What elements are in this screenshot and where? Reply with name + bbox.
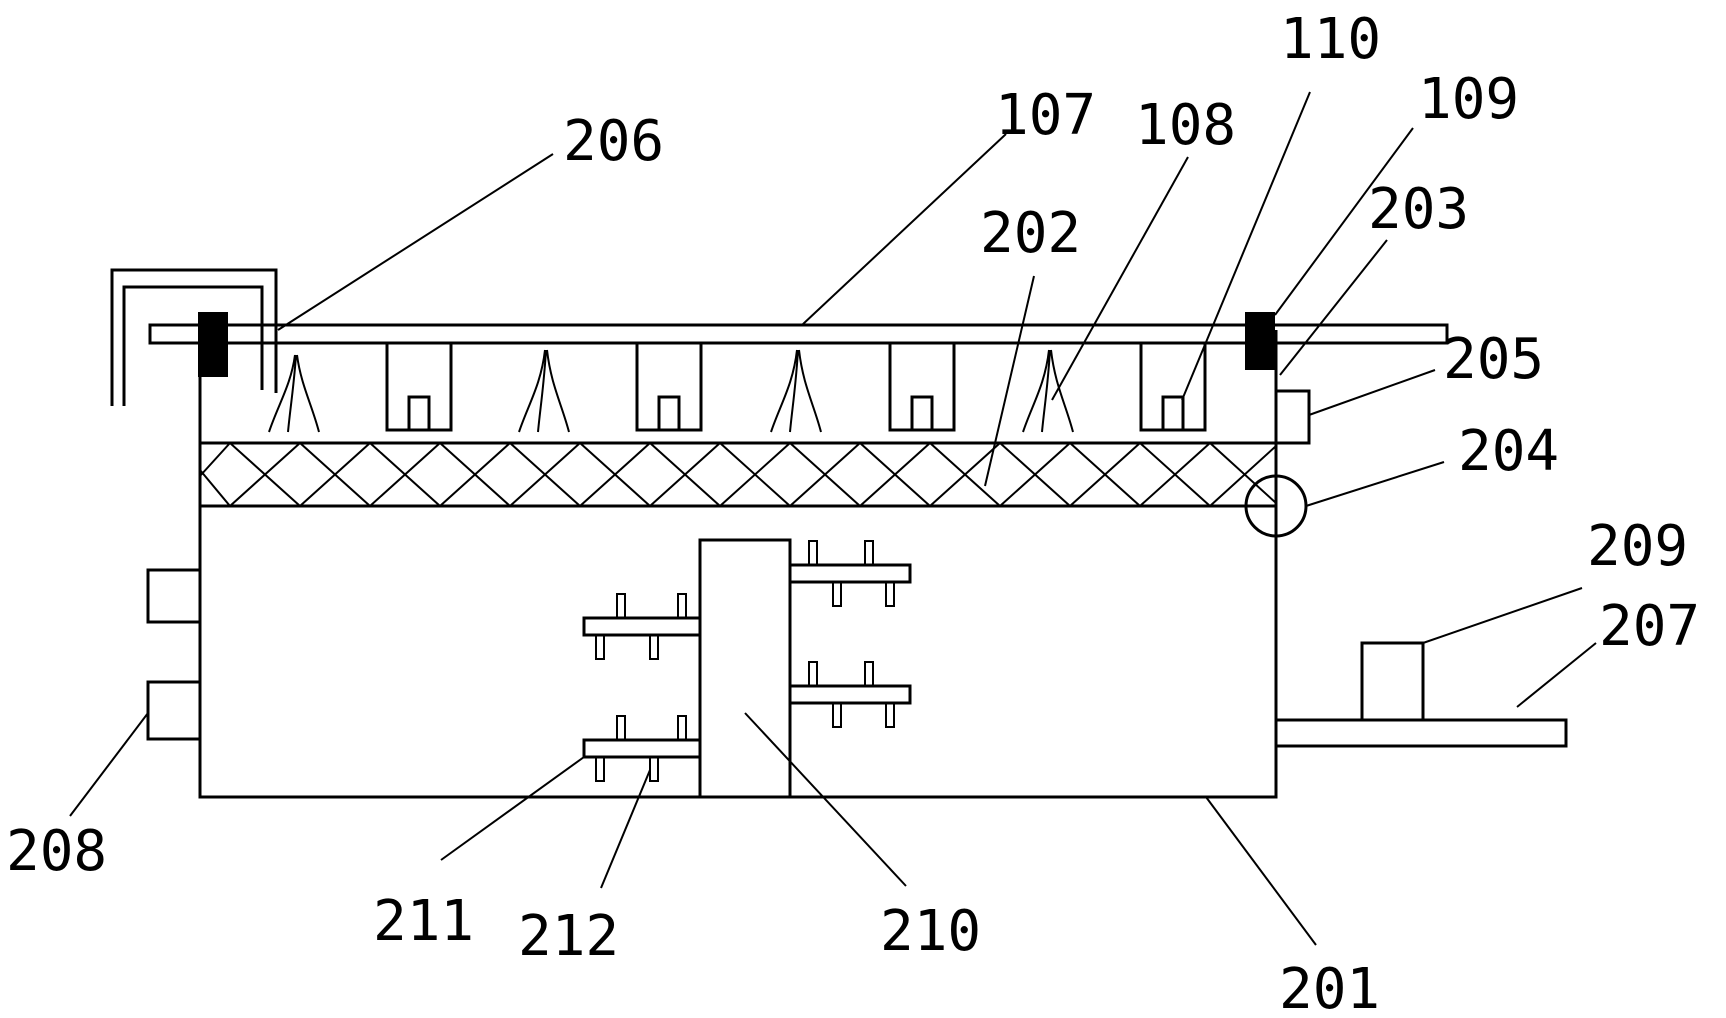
- label-209: 209: [1587, 514, 1688, 579]
- label-208: 208: [6, 819, 107, 884]
- label-211: 211: [373, 889, 474, 954]
- right-base-plate: [1274, 718, 1568, 748]
- filter-lattice-b: [199, 441, 1277, 508]
- label-109: 109: [1418, 67, 1519, 132]
- filter-layer: [198, 441, 1278, 508]
- label-201: 201: [1279, 957, 1380, 1018]
- filter-lattice-a: [199, 441, 1277, 508]
- right-base-block: [1360, 641, 1425, 722]
- side-fitting: [1274, 389, 1311, 445]
- left-clamp-block: [198, 312, 228, 377]
- hook-handle-inner: [122, 285, 264, 406]
- brush-tuft-3: [770, 349, 822, 433]
- bracket-3: [888, 343, 956, 432]
- right-clamp-block: [1245, 312, 1275, 370]
- hook-handle-outer: [110, 268, 278, 406]
- label-212: 212: [518, 904, 619, 969]
- leader-lines: [69, 91, 1597, 946]
- bracket-4: [1139, 343, 1207, 432]
- left-port-upper: [146, 568, 202, 624]
- label-206: 206: [563, 109, 664, 174]
- label-108: 108: [1135, 93, 1236, 158]
- bracket-1: [385, 343, 453, 432]
- label-205: 205: [1443, 327, 1544, 392]
- housing-body: [198, 504, 1278, 799]
- stirring-arm-left-upper: [582, 593, 702, 660]
- central-shaft: [698, 538, 792, 799]
- stirring-arm-right-upper: [788, 540, 912, 607]
- label-210: 210: [880, 899, 981, 964]
- label-203: 203: [1368, 177, 1469, 242]
- bracket-2: [635, 343, 703, 432]
- brush-tuft-4: [1022, 349, 1074, 433]
- label-110: 110: [1280, 7, 1381, 72]
- label-202: 202: [980, 201, 1081, 266]
- brush-tuft-1: [268, 354, 320, 433]
- label-204: 204: [1458, 419, 1559, 484]
- stirring-arm-left-lower: [582, 715, 702, 782]
- label-207: 207: [1599, 594, 1700, 659]
- brush-tuft-2: [518, 349, 570, 433]
- top-rail: [148, 323, 1449, 345]
- label-107: 107: [995, 83, 1096, 148]
- left-port-lower: [146, 680, 202, 741]
- stirring-arm-right-lower: [788, 661, 912, 728]
